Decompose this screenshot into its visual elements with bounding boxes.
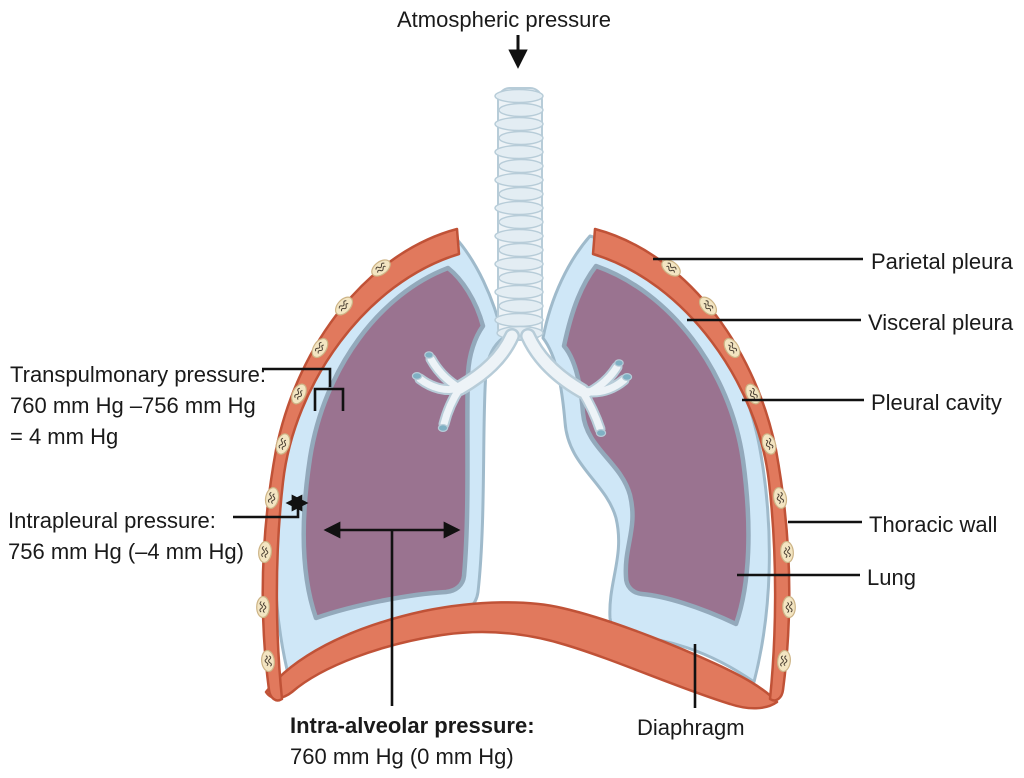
label-lung: Lung	[867, 565, 916, 590]
transpulmonary-title: Transpulmonary pressure:	[10, 362, 266, 387]
intra-alveolar-value: 760 mm Hg (0 mm Hg)	[290, 744, 514, 769]
intrapleural-title: Intrapleural pressure:	[8, 508, 216, 533]
right-lung-shape	[561, 263, 751, 627]
transpulmonary-result: = 4 mm Hg	[10, 424, 119, 449]
label-transpulmonary-pressure: Transpulmonary pressure: 760 mm Hg –756 …	[10, 359, 266, 452]
label-parietal-pleura: Parietal pleura	[871, 249, 1013, 274]
label-pleural-cavity: Pleural cavity	[871, 390, 1002, 415]
label-diaphragm: Diaphragm	[637, 715, 745, 740]
bronchi	[411, 328, 633, 438]
left-lung-shape	[301, 265, 486, 621]
transpulmonary-value: 760 mm Hg –756 mm Hg	[10, 393, 256, 418]
label-visceral-pleura: Visceral pleura	[868, 310, 1014, 335]
transpulmonary-bracket	[313, 387, 345, 411]
diaphragm-shape	[264, 601, 779, 710]
intra-alveolar-title: Intra-alveolar pressure:	[290, 713, 535, 738]
label-thoracic-wall: Thoracic wall	[869, 512, 998, 537]
label-atmospheric-pressure: Atmospheric pressure	[397, 7, 611, 32]
transpulmonary-callout-line	[262, 367, 332, 387]
intrapleural-value: 756 mm Hg (–4 mm Hg)	[8, 539, 244, 564]
label-intra-alveolar-pressure: Intra-alveolar pressure: 760 mm Hg (0 mm…	[290, 710, 535, 772]
trachea	[494, 87, 544, 341]
label-intrapleural-pressure: Intrapleural pressure: 756 mm Hg (–4 mm …	[8, 505, 244, 567]
